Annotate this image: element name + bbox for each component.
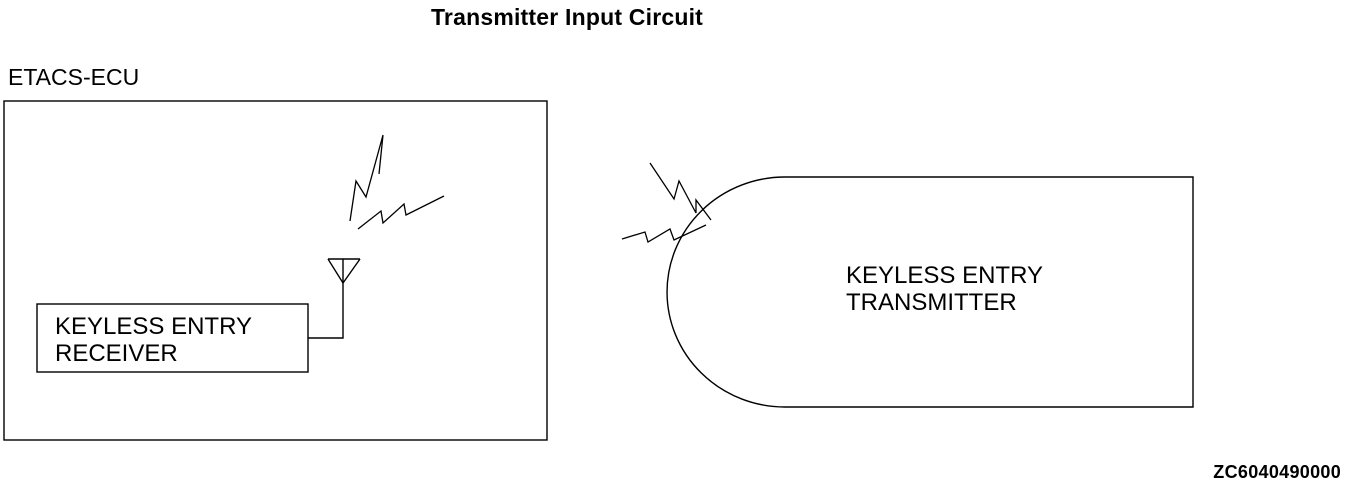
- transmitter-label: KEYLESS ENTRY TRANSMITTER: [846, 262, 1043, 316]
- radio-wave-icon: [621, 224, 707, 243]
- etacs-ecu-box: [3, 100, 548, 441]
- figure-code: ZC6040490000: [1213, 462, 1341, 482]
- radio-wave-icon: [649, 162, 712, 221]
- radio-wave-icon: [349, 134, 384, 222]
- antenna-wire: [308, 283, 344, 339]
- receiver-label-line1: KEYLESS ENTRY: [55, 313, 252, 340]
- radio-wave-icon: [357, 195, 445, 230]
- receiver-label-line2: RECEIVER: [55, 340, 178, 367]
- antenna-icon: [327, 258, 361, 284]
- diagram-title: Transmitter Input Circuit: [430, 4, 704, 30]
- transmitter-body: [666, 176, 1194, 408]
- transmitter-label-line2: TRANSMITTER: [846, 289, 1017, 316]
- etacs-ecu-label: ETACS-ECU: [8, 64, 140, 90]
- transmitter-label-line1: KEYLESS ENTRY: [846, 262, 1043, 289]
- receiver-label: KEYLESS ENTRY RECEIVER: [55, 313, 252, 367]
